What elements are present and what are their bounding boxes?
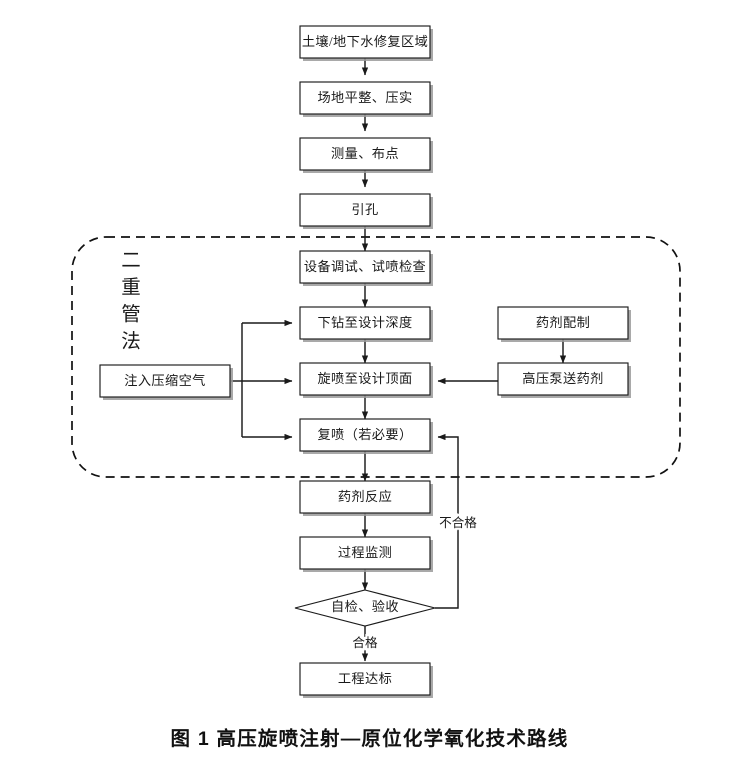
node-jet-grout-to-design-top[interactable]: 旋喷至设计顶面 bbox=[299, 362, 433, 398]
node-label: 注入压缩空气 bbox=[124, 373, 206, 388]
node-pilot-hole[interactable]: 引孔 bbox=[299, 193, 433, 229]
node-label: 药剂反应 bbox=[338, 489, 392, 504]
node-compressed-air-injection[interactable]: 注入压缩空气 bbox=[99, 364, 233, 400]
node-label: 高压泵送药剂 bbox=[522, 370, 604, 386]
edges: 不合格 合格 bbox=[231, 58, 567, 662]
node-reagent-preparation[interactable]: 药剂配制 bbox=[497, 306, 631, 342]
node-label: 土壤/地下水修复区域 bbox=[302, 33, 428, 49]
edge-label-fail: 不合格 bbox=[439, 515, 477, 530]
figure-caption: 图 1 高压旋喷注射—原位化学氧化技术路线 bbox=[170, 728, 569, 750]
node-label: 工程达标 bbox=[338, 671, 392, 686]
node-label: 测量、布点 bbox=[331, 146, 399, 161]
node-label: 旋喷至设计顶面 bbox=[317, 371, 412, 386]
node-survey-layout[interactable]: 测量、布点 bbox=[299, 137, 433, 173]
group-region-double-pipe bbox=[71, 236, 681, 478]
node-site-leveling-compaction[interactable]: 场地平整、压实 bbox=[299, 81, 433, 117]
node-equipment-commissioning-trial-spray[interactable]: 设备调试、试喷检查 bbox=[299, 250, 433, 286]
node-self-inspection-acceptance[interactable]: 自检、验收 bbox=[294, 589, 436, 627]
node-label: 场地平整、压实 bbox=[317, 90, 412, 105]
node-label: 药剂配制 bbox=[536, 315, 590, 330]
group-label-double-pipe: 二 重 管 法 bbox=[121, 250, 141, 352]
edge-fail-feedback bbox=[435, 433, 459, 609]
node-soil-groundwater-remediation-area[interactable]: 土壤/地下水修复区域 bbox=[299, 25, 433, 61]
node-label: 过程监测 bbox=[338, 545, 392, 560]
node-label: 复喷（若必要） bbox=[317, 427, 412, 442]
group-label-char-2: 重 bbox=[121, 276, 141, 298]
group-label-char-1: 二 bbox=[121, 250, 141, 271]
group-label-char-4: 法 bbox=[121, 330, 141, 352]
node-high-pressure-reagent-pumping[interactable]: 高压泵送药剂 bbox=[497, 362, 631, 398]
node-reagent-reaction[interactable]: 药剂反应 bbox=[299, 480, 433, 516]
node-respray-if-necessary[interactable]: 复喷（若必要） bbox=[299, 418, 433, 454]
node-drill-to-design-depth[interactable]: 下钻至设计深度 bbox=[299, 306, 433, 342]
node-label: 下钻至设计深度 bbox=[317, 315, 412, 330]
group-label-char-3: 管 bbox=[121, 303, 141, 325]
node-label: 设备调试、试喷检查 bbox=[304, 258, 426, 274]
edge-label-pass: 合格 bbox=[352, 635, 378, 650]
node-project-meets-standard[interactable]: 工程达标 bbox=[299, 662, 433, 698]
node-process-monitoring[interactable]: 过程监测 bbox=[299, 536, 433, 572]
node-label: 引孔 bbox=[351, 202, 378, 217]
node-label: 自检、验收 bbox=[331, 599, 399, 614]
